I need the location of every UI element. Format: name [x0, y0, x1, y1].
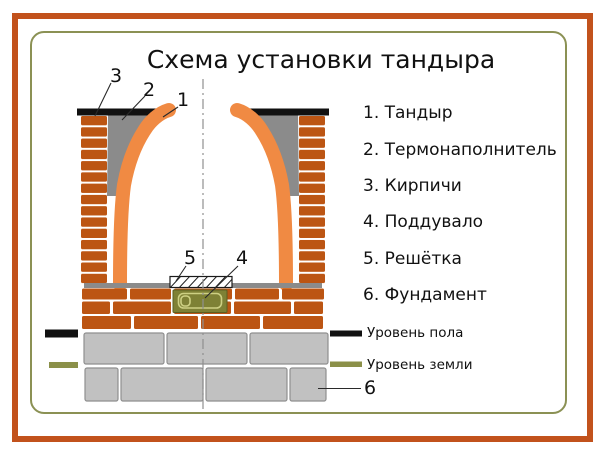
- page-title: Схема установки тандыра: [146, 45, 496, 74]
- legend: 1. Тандыр 2. Термонаполнитель 3. Кирпичи…: [363, 95, 568, 313]
- foundation: [83, 332, 329, 402]
- leader-line-2: [121, 95, 146, 121]
- legend-item-5: 5. Решётка: [363, 248, 462, 269]
- foundation-block: [249, 332, 329, 365]
- top-cap: [77, 108, 157, 116]
- foundation-block: [166, 332, 248, 365]
- callout-label-2: 2: [142, 79, 156, 101]
- callout-label-5: 5: [183, 247, 197, 269]
- grate-hatching: [170, 277, 232, 287]
- brick-column: [81, 116, 107, 285]
- leader-line-1: [162, 106, 179, 118]
- legend-item-6: 6. Фундамент: [363, 285, 487, 306]
- grate: [169, 275, 233, 289]
- leader-line-3: [94, 82, 112, 117]
- callout-label-4: 4: [235, 247, 249, 269]
- callout-label-1: 1: [176, 89, 190, 111]
- legend-item-2: 2. Термонаполнитель: [363, 139, 557, 160]
- foundation-block: [120, 367, 204, 402]
- leader-lines: [94, 82, 361, 390]
- legend-item-4: 4. Поддувало: [363, 212, 484, 233]
- foundation-block: [289, 367, 327, 402]
- leader-line-5: [175, 265, 187, 282]
- foundation-block: [83, 332, 165, 365]
- ash-pit: [172, 289, 228, 313]
- legend-item-3: 3. Кирпичи: [363, 175, 462, 196]
- callout-label-6: 6: [363, 377, 377, 399]
- floor-level-bar-left: [45, 329, 78, 338]
- tandyr-wall: [113, 103, 176, 291]
- outer-frame-border: [12, 13, 593, 442]
- foundation-block: [205, 367, 288, 402]
- ground-level-label: Уровень земли: [367, 356, 473, 373]
- floor-level-label: Уровень пола: [367, 325, 464, 341]
- leader-line-4: [204, 265, 239, 299]
- ground-level-bar-left: [49, 362, 78, 368]
- oven-right-half: [237, 109, 329, 286]
- ash-pit-door-tab: [180, 295, 191, 307]
- ground-level-bar-right: [330, 361, 362, 367]
- callout-label-3: 3: [109, 65, 123, 87]
- foundation-block: [84, 367, 119, 402]
- oven-left-half: [77, 103, 176, 291]
- floor-level-bar-right: [330, 330, 362, 337]
- legend-item-1: 1. Тандыр: [363, 103, 453, 124]
